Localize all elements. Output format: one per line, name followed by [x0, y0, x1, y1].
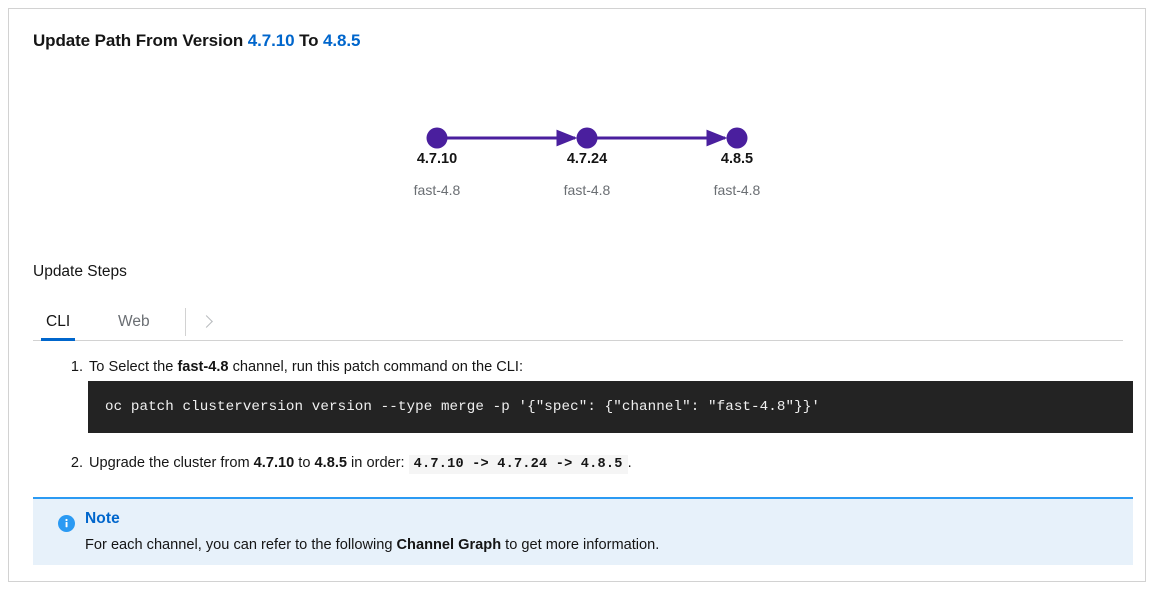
note-title: Note — [85, 510, 120, 527]
title-to-version: 4.8.5 — [323, 31, 361, 50]
tab-cli[interactable]: CLI — [33, 303, 83, 341]
step-1-number: 1. — [70, 359, 83, 375]
note-body-before: For each channel, you can refer to the f… — [85, 537, 397, 553]
chevron-right-icon — [199, 315, 213, 328]
step-2-text-before: Upgrade the cluster from — [89, 455, 254, 471]
step-2-number: 2. — [70, 455, 83, 471]
note-alert: Note For each channel, you can refer to … — [33, 497, 1133, 565]
node-version: 4.7.10 — [416, 151, 458, 167]
graph-node-0[interactable] — [426, 127, 448, 149]
tab-cli-label: CLI — [46, 312, 71, 330]
step-2-text-after: in order: — [347, 455, 409, 471]
tab-divider — [185, 308, 186, 336]
graph-node-label-0: 4.7.10 fast-4.8 — [362, 150, 512, 199]
step-1-row: 1. To Select the fast-4.8 channel, run t… — [65, 356, 1135, 378]
patch-command-code-block[interactable]: oc patch clusterversion version --type m… — [88, 381, 1133, 433]
update-step-2: 2. Upgrade the cluster from 4.7.10 to 4.… — [65, 452, 1135, 476]
step-2-text-mid: to — [294, 455, 315, 471]
update-path-card: Update Path From Version 4.7.10 To 4.8.5… — [8, 8, 1146, 582]
step-2-row: 2. Upgrade the cluster from 4.7.10 to 4.… — [65, 452, 1135, 476]
step-1-channel: fast-4.8 — [177, 359, 229, 375]
graph-node-label-1: 4.7.24 fast-4.8 — [512, 150, 662, 199]
step-2-from-version: 4.7.10 — [253, 455, 295, 471]
step-1-text: To Select the fast-4.8 channel, run this… — [89, 359, 523, 375]
page-title-prefix: Update Path From Version — [33, 31, 244, 50]
update-path-graph-svg — [426, 127, 748, 149]
graph-node-2[interactable] — [726, 127, 748, 149]
note-channel-graph-link[interactable]: Channel Graph — [396, 537, 502, 553]
update-steps-tabbar: CLI Web — [33, 303, 1123, 341]
graph-node-1[interactable] — [576, 127, 598, 149]
title-from-version: 4.7.10 — [247, 31, 295, 50]
step-2-order-code: 4.7.10 -> 4.7.24 -> 4.8.5 — [408, 455, 628, 474]
node-channel: fast-4.8 — [413, 182, 461, 198]
note-body-after: to get more information. — [501, 537, 660, 553]
step-2-to-version: 4.8.5 — [314, 455, 347, 471]
patch-command-text: oc patch clusterversion version --type m… — [105, 399, 820, 415]
step-2-text: Upgrade the cluster from 4.7.10 to 4.8.5… — [89, 455, 632, 474]
step-1-text-before: To Select the — [89, 359, 178, 375]
page-title: Update Path From Version 4.7.10 To 4.8.5 — [33, 31, 360, 51]
step-1-text-after: channel, run this patch command on the C… — [228, 359, 524, 375]
graph-node-label-2: 4.8.5 fast-4.8 — [662, 150, 812, 199]
node-version: 4.8.5 — [720, 151, 754, 167]
note-body: For each channel, you can refer to the f… — [85, 535, 659, 555]
tab-scroll-right-button[interactable] — [186, 303, 228, 340]
update-step-1: 1. To Select the fast-4.8 channel, run t… — [65, 356, 1135, 378]
node-channel: fast-4.8 — [563, 182, 611, 198]
step-2-text-end: . — [627, 455, 632, 471]
node-version: 4.7.24 — [566, 151, 608, 167]
info-circle-icon — [58, 515, 75, 532]
title-conjunction: To — [299, 31, 319, 50]
tab-web-label: Web — [118, 312, 150, 330]
node-channel: fast-4.8 — [713, 182, 761, 198]
tab-web[interactable]: Web — [105, 303, 163, 340]
update-path-graph: 4.7.10 fast-4.8 4.7.24 fast-4.8 4.8.5 fa… — [399, 114, 799, 219]
update-steps-heading: Update Steps — [33, 263, 127, 280]
